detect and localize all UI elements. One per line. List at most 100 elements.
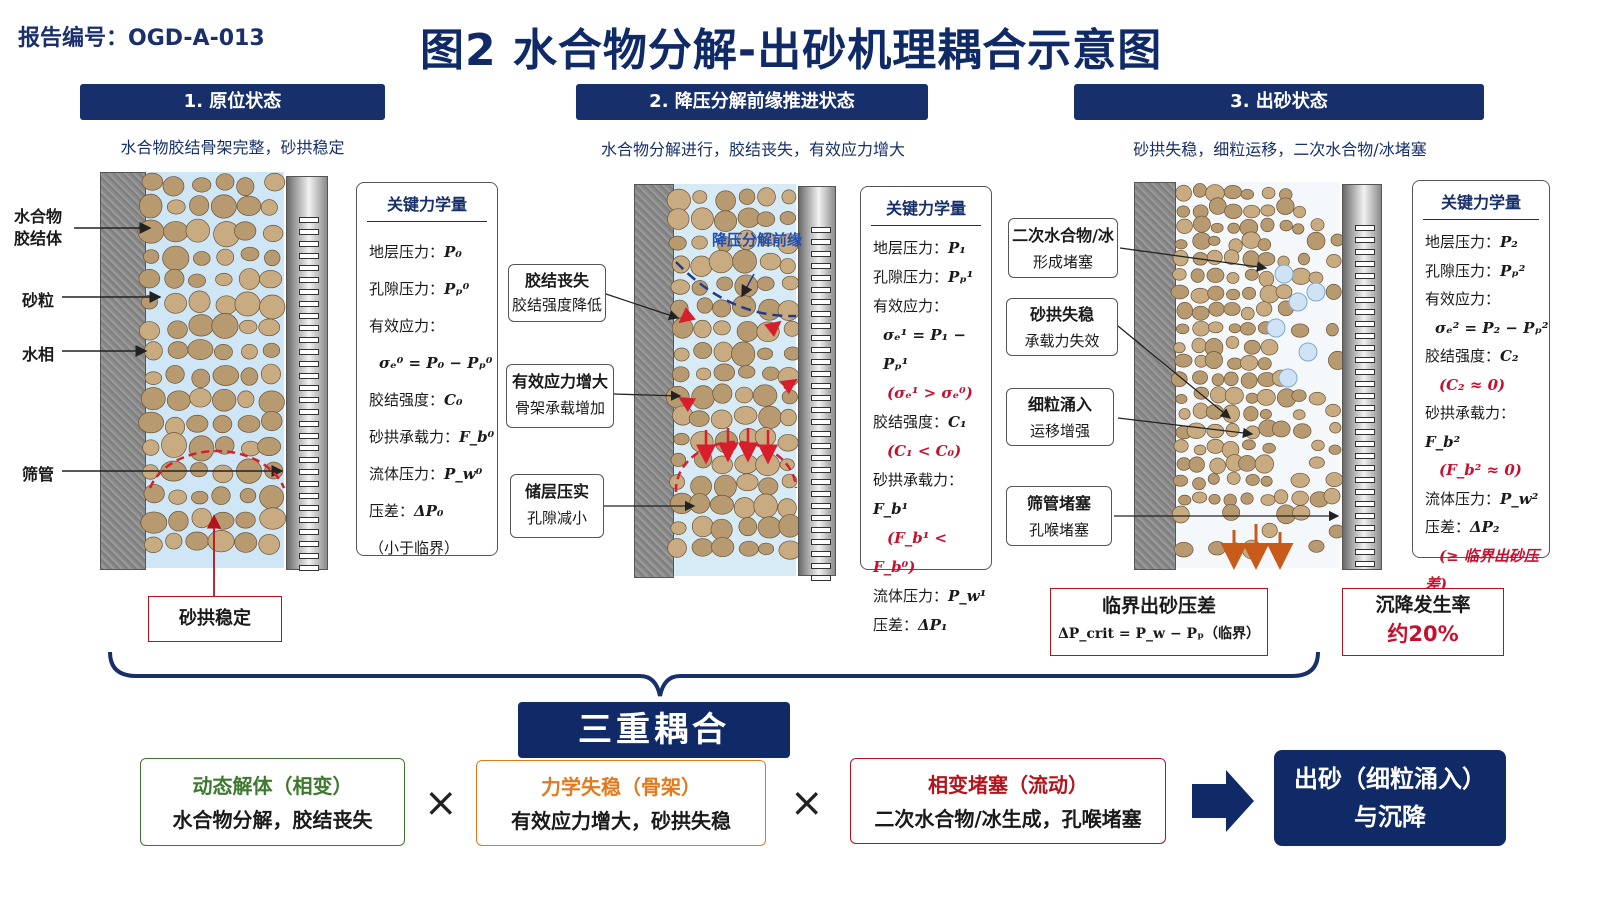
sand-grain (162, 176, 185, 197)
page-title: 图2 水合物分解-出砂机理耦合示意图 (420, 25, 1163, 76)
sand-grain (673, 432, 690, 446)
stage-2-annotations (604, 261, 798, 512)
screen-slot (1355, 273, 1375, 279)
screen-slot (299, 337, 319, 343)
screen-slot (299, 553, 319, 559)
subsidence-box: 沉降发生率 约20% (1342, 588, 1504, 656)
subsidence-value: 约20% (1387, 622, 1459, 646)
sand-grain (140, 387, 166, 411)
sand-grain (667, 538, 687, 558)
sand-grain (670, 279, 690, 295)
sand-grain (1175, 394, 1188, 404)
coupling-2-sub: 有效应力增大，砂拱失稳 (511, 809, 731, 833)
sand-grain (1260, 204, 1276, 217)
sand-grain (1260, 475, 1273, 487)
sand-grain (713, 363, 735, 382)
screen-slot (299, 361, 319, 367)
sand-grain (1328, 444, 1342, 455)
screen-slot (1355, 525, 1375, 531)
sand-grain (188, 273, 206, 288)
sand-grain (240, 246, 260, 262)
sand-grain (712, 383, 733, 404)
sand-grain (716, 276, 734, 291)
sand-grain (1243, 339, 1261, 355)
stage2-row: 砂拱承载力：F_b¹ (873, 471, 964, 518)
coupling-1-sub: 水合物分解，胶结丧失 (172, 808, 373, 832)
sand-grain (237, 415, 261, 433)
sand-grain (1176, 218, 1193, 234)
sand-grain (1243, 204, 1261, 219)
screen-slot (299, 373, 319, 379)
sand-grain (733, 406, 758, 425)
stage2-row: (σₑ¹ > σₑ⁰) (887, 384, 973, 402)
sand-grain (188, 290, 211, 313)
sand-grain (1240, 354, 1259, 371)
sand-grain (168, 489, 187, 505)
sand-grain (1271, 420, 1291, 438)
label-hydrate-cement: 水合物胶结体 (14, 207, 63, 248)
screen-slot (299, 565, 319, 571)
sand-grain (1208, 493, 1221, 505)
screen-slot (299, 541, 319, 547)
screen-slot (1355, 513, 1375, 519)
sand-grain (164, 268, 185, 289)
screen-slot (811, 539, 831, 545)
sand-grain (143, 249, 160, 264)
sand-grain (781, 189, 797, 205)
screen-slot (811, 275, 831, 281)
ice-crystal (1266, 318, 1286, 338)
pore-space-2 (665, 184, 802, 576)
times-symbol-1: × (424, 780, 458, 826)
sand-grain (671, 366, 690, 383)
sand-grain (1297, 252, 1310, 266)
screen-slot (811, 323, 831, 329)
sand-grain (1290, 472, 1310, 488)
screen-slot (1355, 429, 1375, 435)
sand-grain (262, 342, 281, 358)
stage-1-header: 1. 原位状态 (80, 84, 385, 120)
sand-grain (212, 415, 233, 434)
sand-grain (1276, 197, 1295, 215)
sand-grain (1240, 306, 1255, 321)
sand-grain (711, 537, 735, 558)
screen-slot (811, 527, 831, 533)
sand-grain (186, 414, 209, 433)
stage3-row: (F_b² ≈ 0) (1439, 461, 1522, 479)
ice-crystal (1288, 292, 1308, 312)
stage3-row: 压差：ΔP₂ (1425, 518, 1500, 536)
screen-slot (1355, 357, 1375, 363)
sand-grain (187, 339, 214, 360)
sand-grain (138, 411, 165, 434)
screen-slot (811, 575, 831, 581)
sand-grain (1256, 301, 1273, 317)
screen-slot (299, 505, 319, 511)
screen-slot (1355, 561, 1375, 567)
coupling-mechanical-instability: 力学失稳（骨架） 有效应力增大，砂拱失稳 (476, 760, 766, 846)
sand-grain (1178, 408, 1191, 420)
sand-grain (1326, 254, 1342, 268)
sand-grain (1323, 487, 1341, 505)
sand-grain (1291, 389, 1307, 402)
critical-pressure-box: 临界出砂压差 ΔP_crit = P_w − Pₚ（临界） (1050, 588, 1268, 656)
sand-grain (1208, 235, 1221, 246)
sand-grain (757, 347, 774, 360)
sand-grain (1273, 489, 1289, 505)
sand-grain (259, 270, 283, 289)
sand-grain (1175, 323, 1190, 335)
sand-grain (237, 390, 255, 409)
sand-grain (143, 484, 165, 504)
screen-slot (1355, 261, 1375, 267)
screen-slot (811, 383, 831, 389)
screen-slot (811, 287, 831, 293)
screen-slot (1355, 549, 1375, 555)
ice-crystal (1298, 342, 1318, 362)
sand-grain (713, 320, 731, 336)
sand-grain (1173, 342, 1186, 354)
sand-grain (1326, 323, 1339, 337)
sand-grain (1173, 439, 1189, 453)
sand-grains-2 (665, 187, 802, 560)
stage-3-description: 砂拱失稳，细粒运移，二次水合物/冰堵塞 (1133, 140, 1427, 159)
sand-grain (192, 177, 212, 193)
sand-grain (1193, 386, 1209, 400)
